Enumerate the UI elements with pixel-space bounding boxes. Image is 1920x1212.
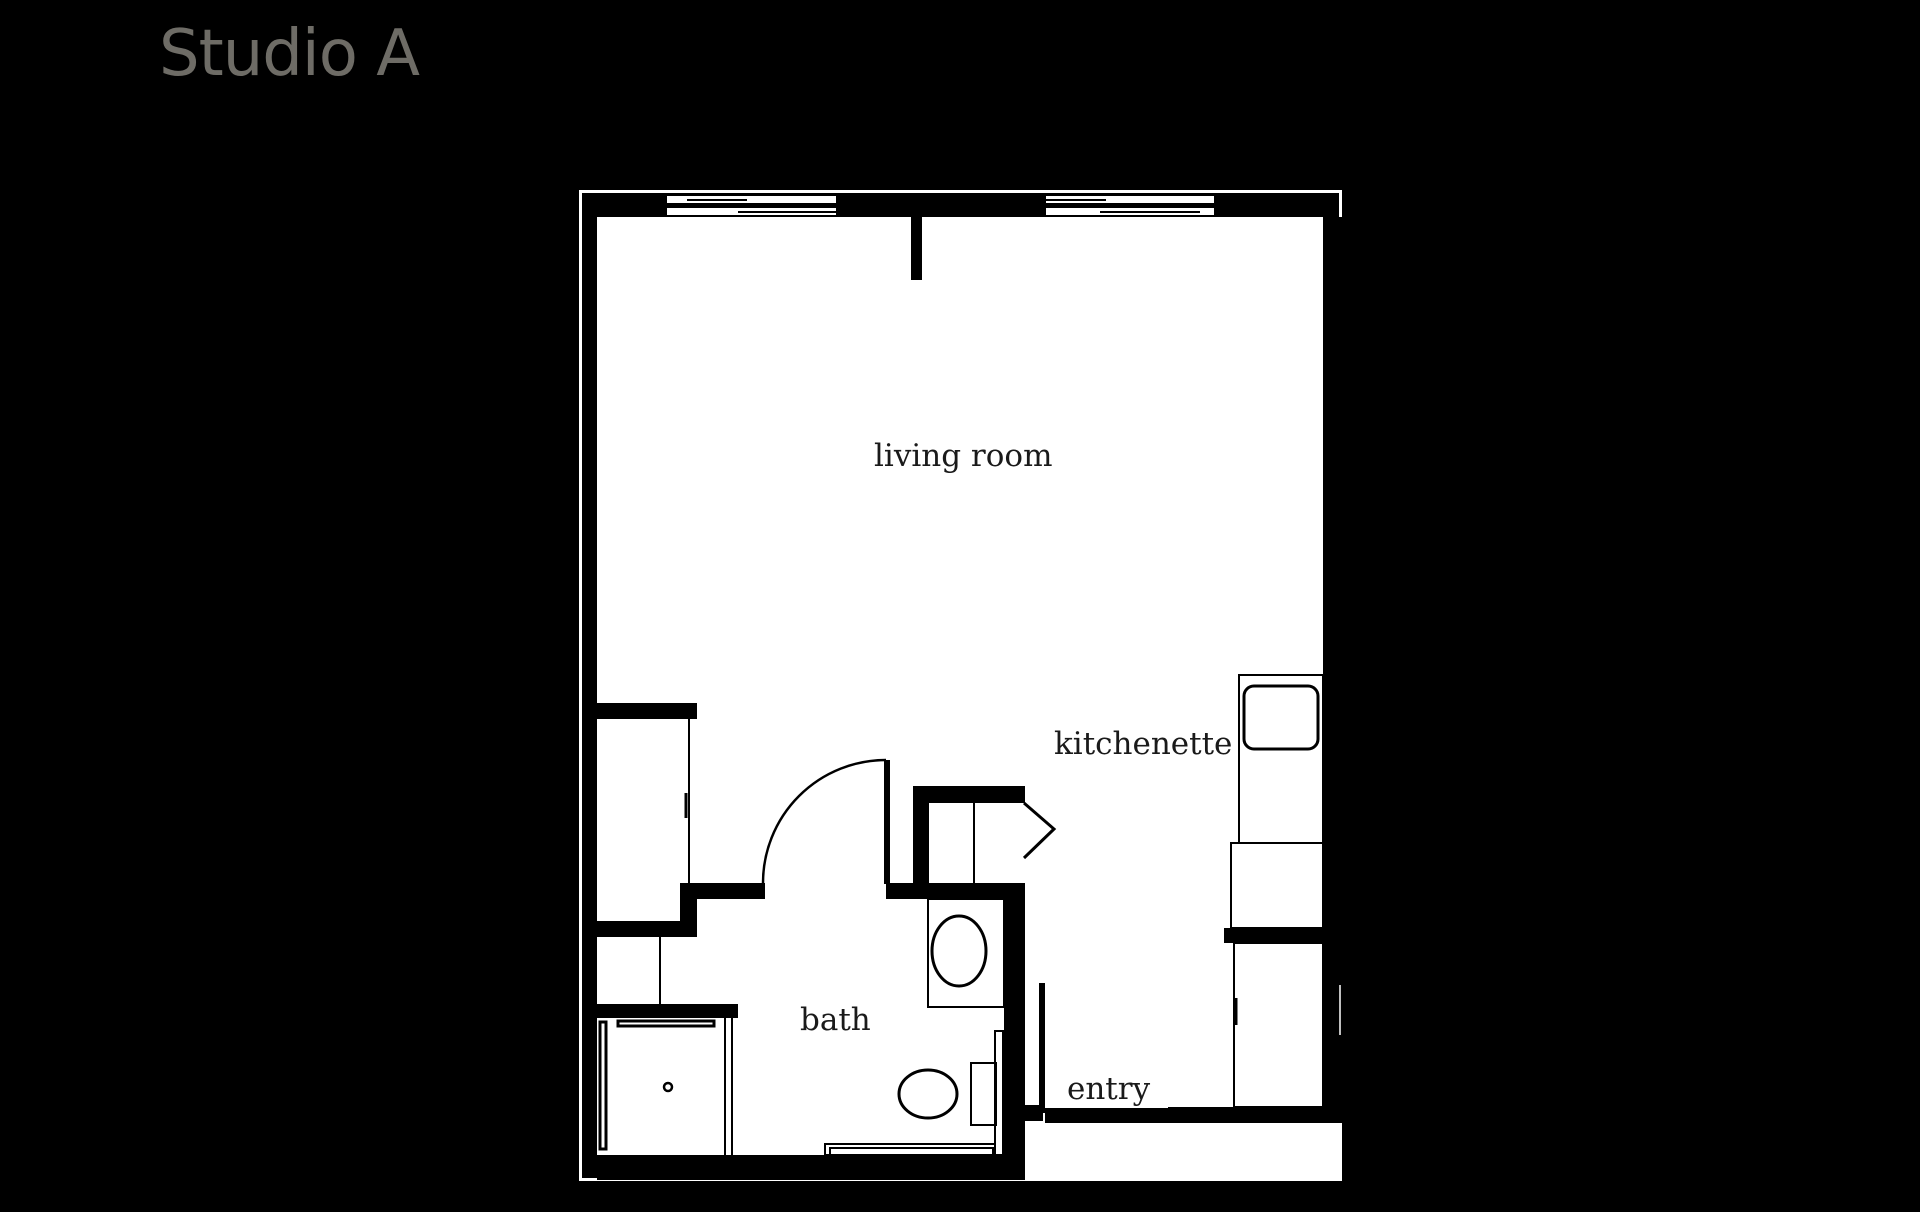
- shower-drain-icon: [662, 1081, 674, 1093]
- label-kitchenette: kitchenette: [1054, 726, 1232, 762]
- label-entry: entry: [1067, 1071, 1151, 1107]
- bath-vanity: [927, 898, 1005, 1008]
- label-bath: bath: [800, 1002, 871, 1038]
- closet-left-doors: [659, 719, 690, 1004]
- floor-area: [597, 217, 1339, 1178]
- bath-sink-icon: [930, 914, 988, 988]
- bath-towel-bar: [824, 1143, 996, 1156]
- grab-bar: [994, 1030, 1004, 1156]
- toilet-bowl-icon: [897, 1068, 959, 1120]
- closet-right: [973, 801, 1057, 883]
- kitchen-counter: [1230, 674, 1324, 1108]
- walls: [597, 217, 1342, 1180]
- shower-stall: [598, 1018, 733, 1155]
- plan-title: Studio A: [159, 17, 420, 91]
- kitchen-sink-icon: [1242, 684, 1320, 751]
- bath-door-swing: [761, 758, 887, 884]
- label-living-room: living room: [874, 438, 1052, 474]
